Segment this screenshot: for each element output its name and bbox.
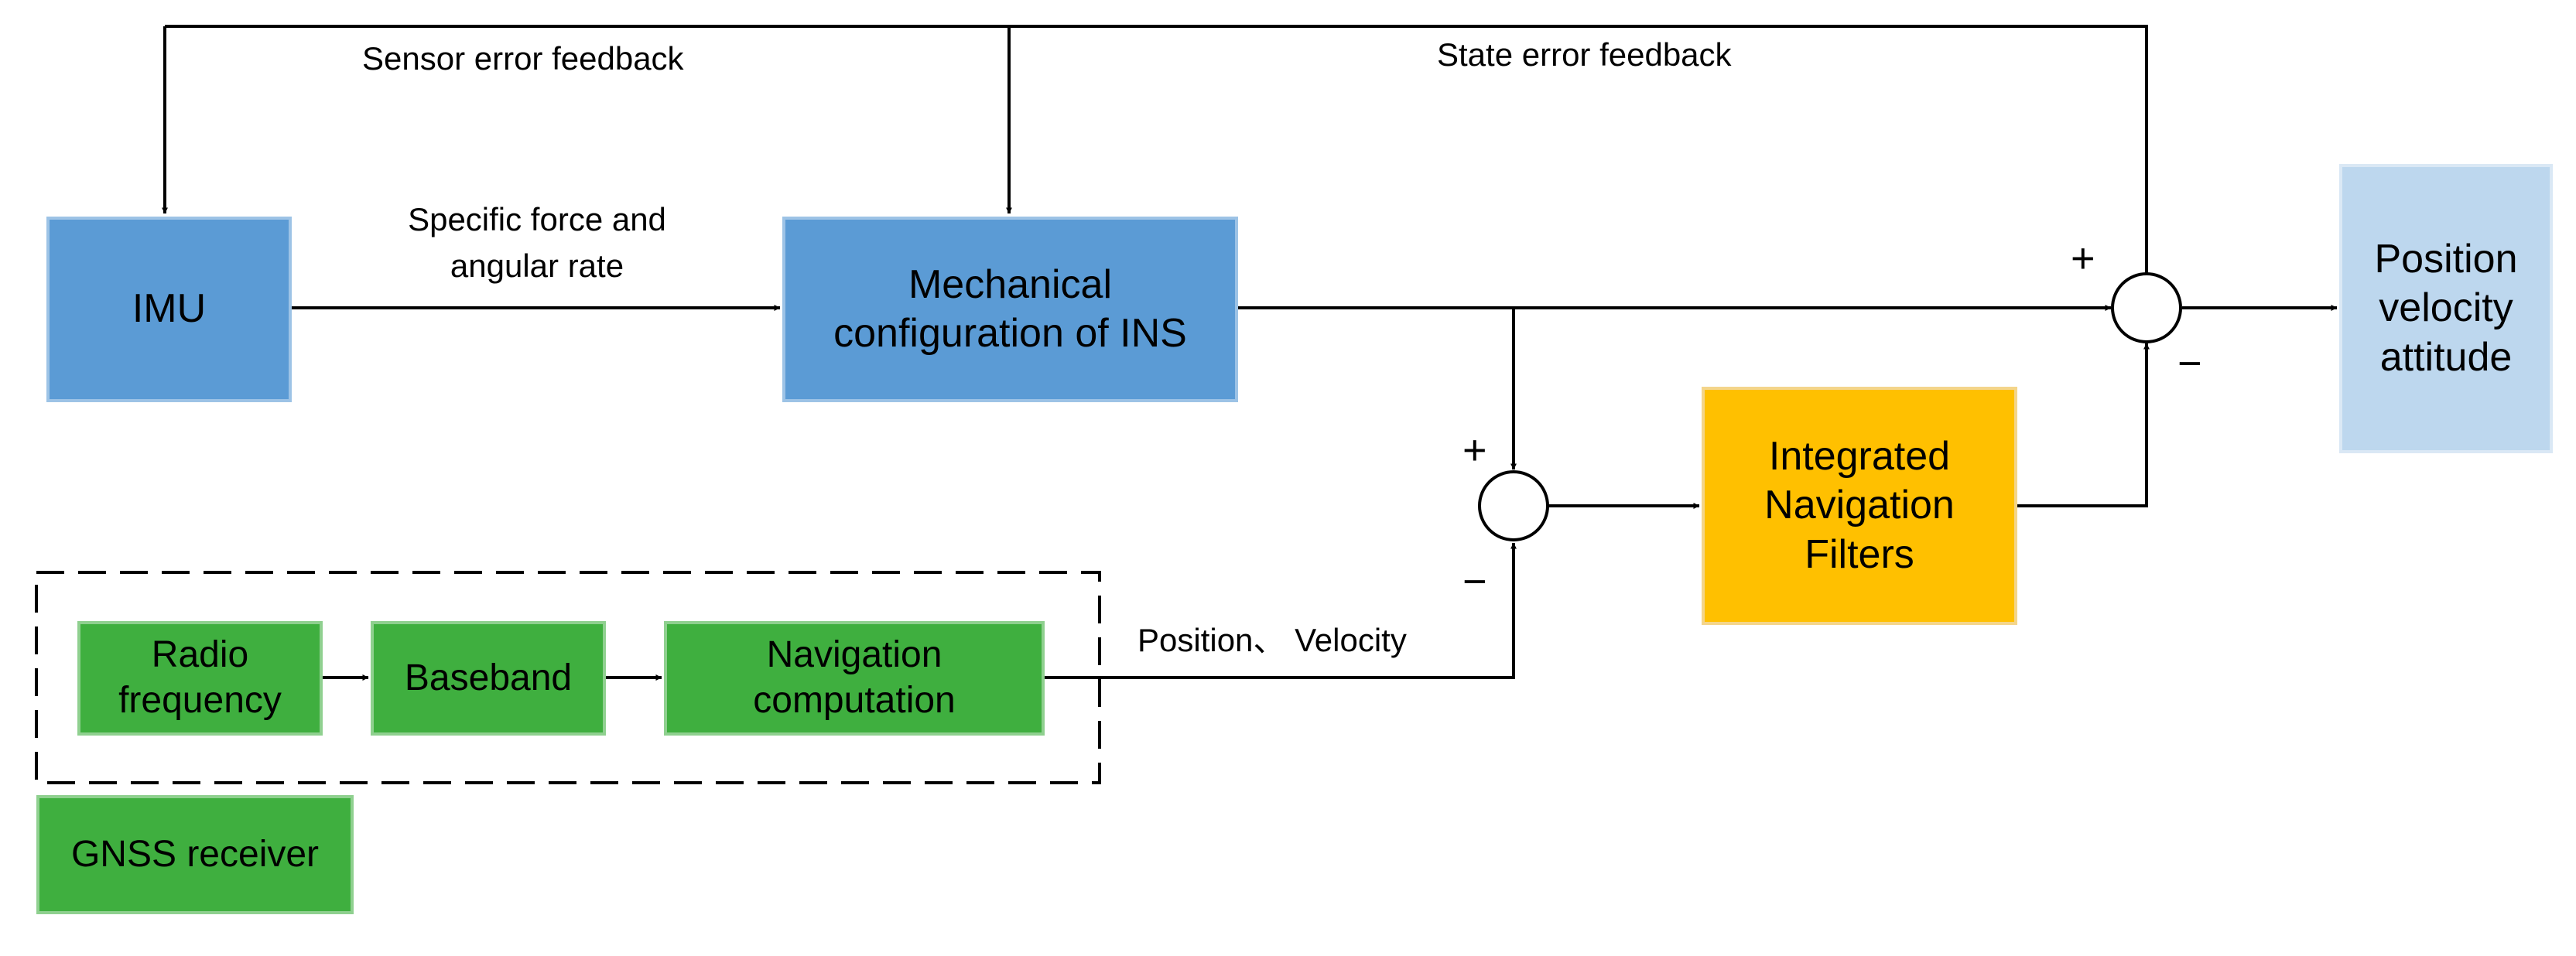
navigation-computation-block: Navigation computation <box>664 621 1045 736</box>
sum-junction-1 <box>1478 470 1549 541</box>
navcomp-label-line2: computation <box>753 680 956 721</box>
specific-force-label-line1: Specific force and <box>408 201 666 237</box>
feedback-top-line <box>165 25 2148 285</box>
imu-label: IMU <box>132 286 207 332</box>
filters-label-line2: Navigation <box>1764 483 1955 528</box>
ins-label-line2: configuration of INS <box>833 311 1187 356</box>
junction1-minus-sign: − <box>1462 558 1487 605</box>
junction2-plus-sign: + <box>2071 235 2095 282</box>
gnss-receiver-legend: GNSS receiver <box>36 795 354 914</box>
rf-label-line2: frequency <box>118 680 282 721</box>
ins-mechanization-block: Mechanical configuration of INS <box>782 217 1238 402</box>
rf-label-line1: Radio <box>151 634 249 676</box>
junction1-plus-sign: + <box>1462 427 1487 473</box>
position-velocity-label: Position、 Velocity <box>1137 622 1407 658</box>
output-label-line1: Position <box>2374 236 2518 282</box>
baseband-label: Baseband <box>404 657 573 698</box>
gnss-label: GNSS receiver <box>70 833 320 875</box>
gnss-receiver-boundary <box>35 571 1101 784</box>
integrated-navigation-filters-block: Integrated Navigation Filters <box>1702 387 2017 625</box>
radio-frequency-block: Radio frequency <box>77 621 323 736</box>
navcomp-label-line1: Navigation <box>766 634 942 676</box>
junction2-minus-sign: − <box>2177 340 2202 387</box>
output-label-line3: attitude <box>2379 334 2513 380</box>
specific-force-label-line2: angular rate <box>450 248 624 284</box>
sum-junction-2 <box>2111 272 2182 343</box>
sensor-feedback-label: Sensor error feedback <box>362 40 684 77</box>
filters-label-line1: Integrated <box>1768 433 1951 479</box>
imu-block: IMU <box>46 217 292 402</box>
baseband-block: Baseband <box>371 621 606 736</box>
output-label-line2: velocity <box>2379 285 2513 331</box>
ins-label-line1: Mechanical <box>908 261 1113 307</box>
gnss-to-junction1-arrow <box>1045 542 1517 679</box>
filters-to-junction2-arrow <box>2017 343 2150 507</box>
filters-label-line3: Filters <box>1805 531 1914 577</box>
state-feedback-label: State error feedback <box>1437 36 1732 73</box>
output-block: Position velocity attitude <box>2339 164 2553 453</box>
